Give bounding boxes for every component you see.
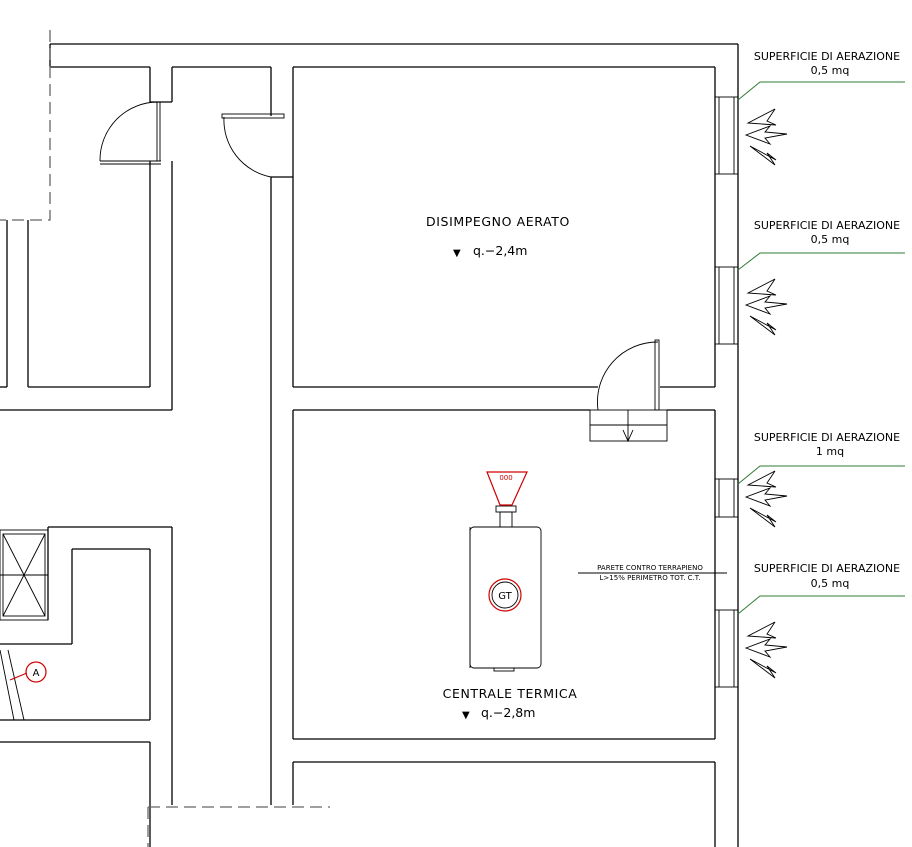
boiler bbox=[469, 505, 542, 672]
air-arrows-2 bbox=[744, 278, 788, 336]
disimpegno-walls bbox=[270, 66, 715, 805]
ventilation-label-4: SUPERFICIE DI AERAZIONE 0,5 mq bbox=[754, 562, 900, 590]
boiler-gt-icon: GT bbox=[488, 578, 522, 612]
section-marker-icon: A bbox=[25, 661, 47, 683]
door-left bbox=[99, 101, 161, 165]
centrale-walls bbox=[292, 409, 715, 805]
window-1 bbox=[714, 96, 739, 175]
wall-note-line1: PARETE CONTRO TERRAPIENO bbox=[597, 564, 703, 572]
room-name-centrale: CENTRALE TERMICA bbox=[443, 686, 578, 701]
ventilation-area: 1 mq bbox=[816, 445, 844, 458]
valve-icon: 000 bbox=[486, 471, 528, 506]
ventilation-title: SUPERFICIE DI AERAZIONE bbox=[754, 431, 900, 444]
air-arrows-4 bbox=[744, 621, 788, 679]
ventilation-area: 0,5 mq bbox=[811, 64, 850, 77]
window-4 bbox=[714, 609, 739, 688]
ventilation-area: 0,5 mq bbox=[811, 233, 850, 246]
ventilation-title: SUPERFICIE DI AERAZIONE bbox=[754, 219, 900, 232]
ventilation-area: 0,5 mq bbox=[811, 577, 850, 590]
wall-note: PARETE CONTRO TERRAPIENO L>15% PERIMETRO… bbox=[578, 564, 727, 582]
air-arrows-3 bbox=[744, 470, 788, 528]
door-centrale bbox=[597, 339, 660, 411]
door-disimpegno bbox=[221, 113, 285, 178]
boiler-label: GT bbox=[498, 591, 512, 602]
valve-label: 000 bbox=[499, 474, 512, 482]
ventilation-label-1: SUPERFICIE DI AERAZIONE 0,5 mq bbox=[754, 50, 900, 77]
shaft-square bbox=[0, 529, 49, 621]
stair-lines bbox=[0, 649, 28, 721]
window-3 bbox=[714, 478, 739, 518]
leader-lines bbox=[737, 81, 905, 615]
level-centrale: q.−2,8m bbox=[481, 705, 535, 720]
window-2 bbox=[714, 266, 739, 345]
ventilation-label-3: SUPERFICIE DI AERAZIONE 1 mq bbox=[754, 431, 900, 458]
ventilation-title: SUPERFICIE DI AERAZIONE bbox=[754, 50, 900, 63]
dashed-lines bbox=[0, 30, 330, 847]
section-marker-label: A bbox=[33, 668, 40, 679]
threshold-grille bbox=[589, 409, 668, 443]
level-marker-icon: ▼ bbox=[453, 248, 461, 259]
air-arrows-1 bbox=[744, 108, 788, 166]
level-disimpegno: q.−2,4m bbox=[473, 243, 527, 258]
level-marker-icon: ▼ bbox=[462, 710, 470, 721]
ventilation-label-2: SUPERFICIE DI AERAZIONE 0,5 mq bbox=[754, 219, 900, 246]
room-name-disimpegno: DISIMPEGNO AERATO bbox=[426, 214, 570, 229]
ventilation-title: SUPERFICIE DI AERAZIONE bbox=[754, 562, 900, 575]
wall-note-line2: L>15% PERIMETRO TOT. C.T. bbox=[600, 574, 701, 582]
